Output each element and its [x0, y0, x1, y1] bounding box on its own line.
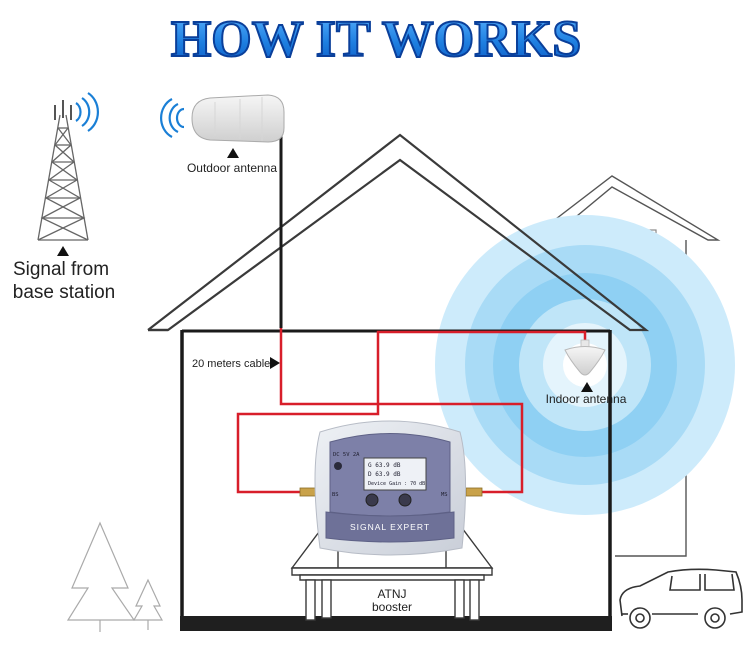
car-icon: [619, 568, 743, 629]
booster-label-line1: ATNJ: [377, 587, 406, 601]
indoor-antenna-label: Indoor antenna: [546, 392, 627, 406]
indoor-antenna-icon: [564, 339, 606, 376]
outdoor-antenna-waves-icon: [160, 98, 185, 138]
device-screen-row1: G 63.9 dB: [368, 462, 401, 469]
device-bs-label: BS: [332, 492, 339, 498]
cell-tower-icon: [37, 100, 89, 241]
device-brand: SIGNAL EXPERT: [350, 522, 430, 532]
cable-pointer-icon: [270, 357, 280, 369]
tree-icon: [66, 521, 136, 632]
base-station-label-line2: base station: [13, 282, 115, 303]
device-left-knob-icon: [365, 493, 379, 507]
device-right-knob-icon: [398, 493, 412, 507]
small-tree-icon: [132, 578, 164, 630]
tower-pointer-icon: [57, 246, 69, 256]
device-power-label: DC 5V 2A: [333, 452, 360, 458]
device-screen-row3: Device Gain : 70 dB: [368, 481, 425, 487]
base-station-label-line1: Signal from: [13, 259, 109, 280]
cable-label: 20 meters cable: [192, 358, 270, 370]
device-screen-row2: D 63.9 dB: [368, 471, 401, 478]
outdoor-antenna-label: Outdoor antenna: [187, 161, 277, 175]
main-house: [147, 133, 650, 631]
tower-signal-waves-icon: [75, 92, 100, 132]
outdoor-antenna-pointer-icon: [227, 148, 239, 158]
booster-label-line2: booster: [372, 600, 412, 614]
page-title: HOW IT WORKS: [171, 11, 581, 68]
device-ms-label: MS: [441, 492, 448, 498]
booster-device: G 63.9 dB D 63.9 dB Device Gain : 70 dB …: [299, 420, 483, 556]
cables: [236, 120, 587, 494]
indoor-antenna-pointer-icon: [581, 382, 593, 392]
outdoor-antenna-icon: [191, 94, 285, 143]
